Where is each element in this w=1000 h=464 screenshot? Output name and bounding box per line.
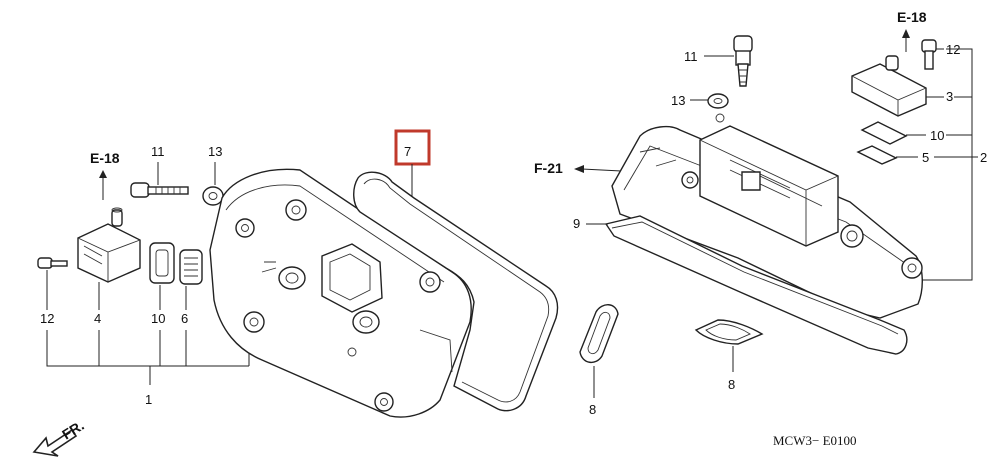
bolt-part-right xyxy=(733,35,753,87)
gasket-10-part-left xyxy=(149,242,175,284)
cylinder-head-cover-left xyxy=(209,168,472,418)
callout-r9: 9 xyxy=(573,216,580,231)
arrow-head-left xyxy=(99,170,107,178)
breather-cover-part-right xyxy=(851,55,927,117)
cylinder-head-cover-right xyxy=(611,113,923,319)
ref-e18-right: E-18 xyxy=(897,9,927,25)
diagram-code: MCW3− E0100 xyxy=(773,433,857,448)
gasket-5-part xyxy=(856,145,898,165)
head-cover-gasket-9 xyxy=(604,215,908,355)
callout-r10: 10 xyxy=(930,128,944,143)
callout-l12: 12 xyxy=(40,311,54,326)
callout-7: 7 xyxy=(404,144,411,159)
ref-e18-left: E-18 xyxy=(90,150,120,166)
callout-r8a: 8 xyxy=(589,402,596,417)
callout-l6: 6 xyxy=(181,311,188,326)
callout-r11: 11 xyxy=(684,49,698,64)
bolt-12-part-left xyxy=(37,257,68,269)
gasket-10-part-right xyxy=(860,121,908,145)
bolt-part-left xyxy=(130,182,189,198)
plug-seal-8-part-middle xyxy=(579,304,619,363)
ref-f21: F-21 xyxy=(534,160,563,176)
front-direction-arrow xyxy=(32,428,78,457)
callout-r13: 13 xyxy=(671,93,685,108)
breather-cover-part xyxy=(77,207,141,283)
head-cover-gasket-7 xyxy=(353,171,559,412)
highlight-box-7 xyxy=(394,129,431,166)
callout-r8b: 8 xyxy=(728,377,735,392)
washer-part-left xyxy=(202,186,224,206)
bolt-12-part-right xyxy=(921,39,937,70)
callout-l11: 11 xyxy=(151,144,165,159)
callout-l13: 13 xyxy=(208,144,222,159)
callout-r2: 2 xyxy=(980,150,987,165)
callout-l10: 10 xyxy=(151,311,165,326)
callout-r3: 3 xyxy=(946,89,953,104)
callout-r5: 5 xyxy=(922,150,929,165)
gasket-6-part xyxy=(179,249,203,285)
callout-l4: 4 xyxy=(94,311,101,326)
washer-part-right xyxy=(707,93,729,109)
callout-l1: 1 xyxy=(145,392,152,407)
plug-seal-8-part-right xyxy=(694,319,764,345)
